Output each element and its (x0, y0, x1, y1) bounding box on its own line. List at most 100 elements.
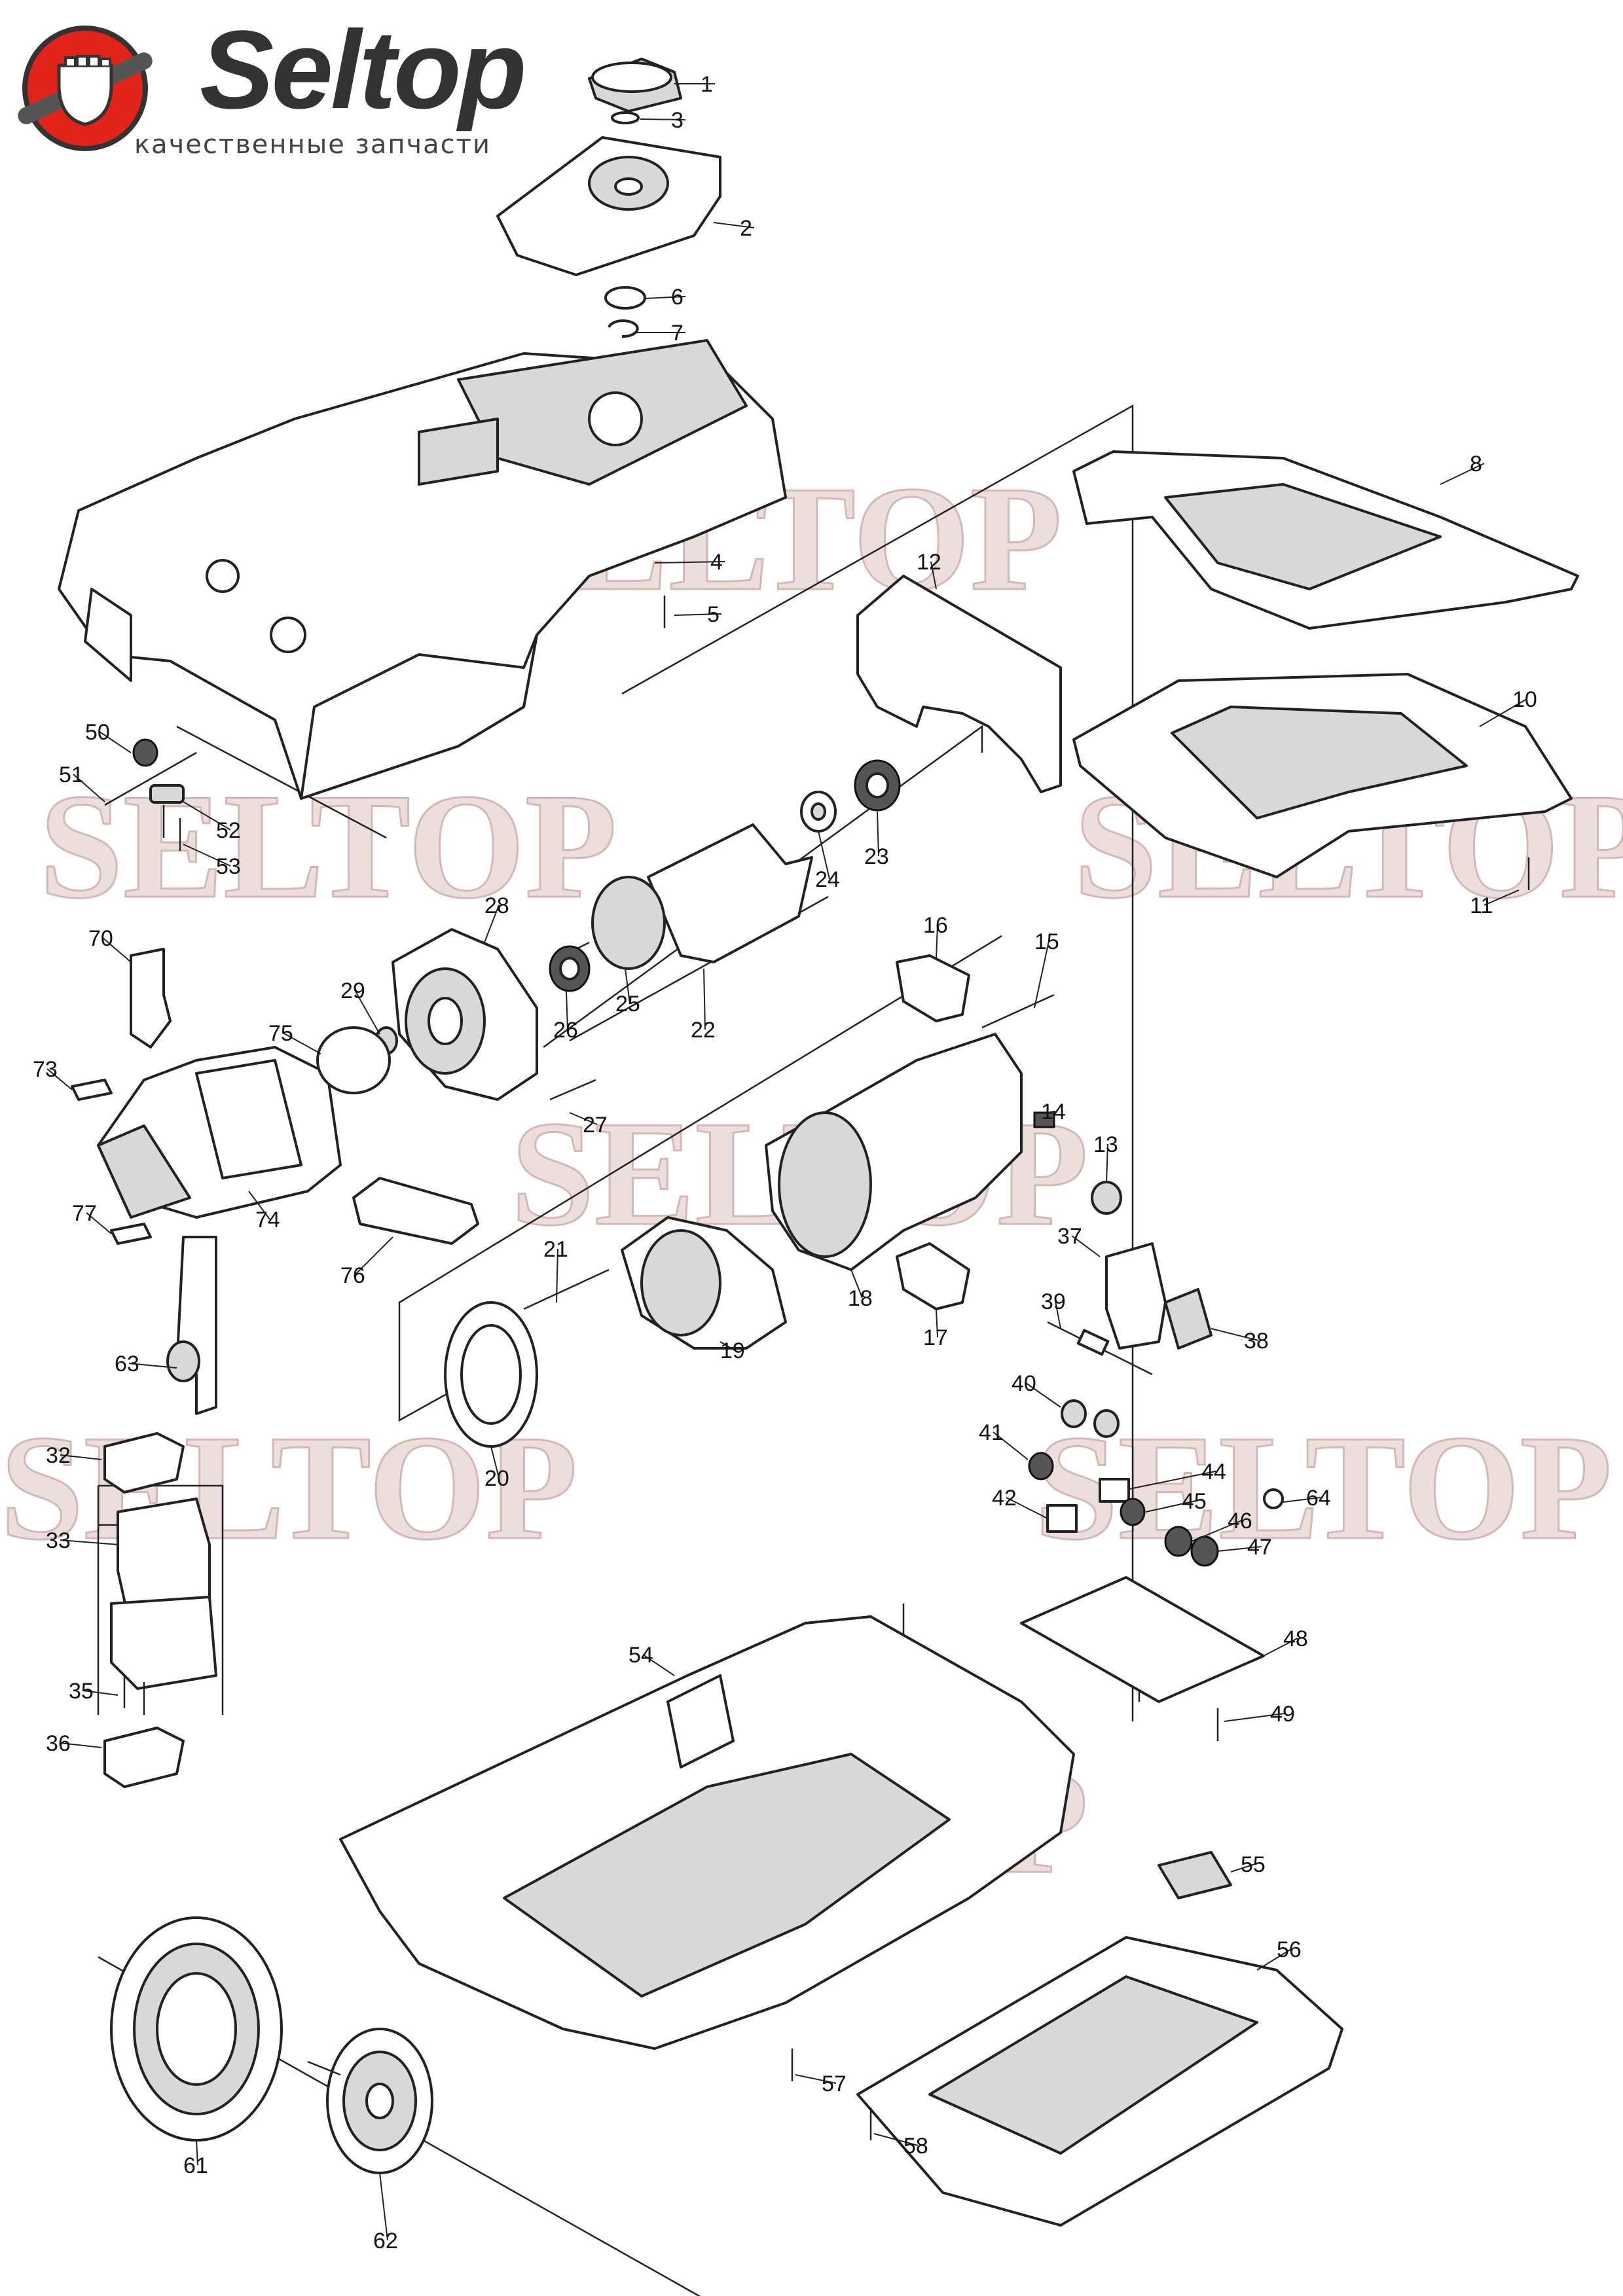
leader-line-6 (644, 296, 686, 299)
leader-line-62 (379, 2172, 388, 2241)
switch-37 (1105, 1242, 1167, 1350)
plate-73 (71, 1079, 113, 1101)
part-label-5: 5 (707, 602, 720, 627)
leader-line-75 (282, 1032, 321, 1054)
leader-line-41 (993, 1431, 1029, 1460)
leader-line-36 (60, 1742, 102, 1748)
leader-line-5 (674, 613, 722, 616)
part-label-47: 47 (1247, 1535, 1272, 1560)
leader-line-48 (1263, 1638, 1298, 1657)
part-label-37: 37 (1057, 1224, 1082, 1249)
part-label-21: 21 (543, 1237, 568, 1262)
part-label-19: 19 (720, 1338, 745, 1363)
part-label-44: 44 (1201, 1460, 1226, 1484)
part-label-49: 49 (1270, 1702, 1295, 1727)
part-label-75: 75 (268, 1021, 293, 1046)
leader-line-26 (566, 991, 568, 1030)
tray-56 (856, 1936, 1343, 2227)
leader-line-45 (1145, 1500, 1197, 1513)
part-label-17: 17 (923, 1325, 948, 1350)
part-label-61: 61 (183, 2153, 208, 2178)
leader-line-40 (1025, 1382, 1061, 1408)
brush-14 (1033, 1111, 1055, 1128)
leader-line-63 (128, 1363, 177, 1369)
leader-line-50 (99, 731, 132, 753)
leader-line-77 (86, 1212, 112, 1234)
part-label-11: 11 (1470, 893, 1493, 918)
part-label-55: 55 (1241, 1852, 1266, 1877)
leader-line-32 (60, 1454, 102, 1460)
leader-line-42 (1006, 1497, 1048, 1519)
plate-77 (110, 1223, 152, 1245)
part-label-38: 38 (1244, 1329, 1269, 1354)
base (339, 1615, 1075, 2050)
part-label-13: 13 (1093, 1132, 1118, 1157)
leader-line-27 (569, 1112, 598, 1125)
leader-line-47 (1217, 1546, 1262, 1552)
top-panel (496, 136, 721, 276)
part-label-51: 51 (59, 762, 84, 787)
part-label-46: 46 (1228, 1509, 1252, 1534)
clamp-52 (149, 784, 185, 804)
part-label-62: 62 (373, 2229, 398, 2253)
part-label-14: 14 (1041, 1100, 1066, 1124)
leader-line-44 (1129, 1471, 1216, 1490)
part-label-45: 45 (1182, 1489, 1207, 1514)
leader-line-13 (1106, 1143, 1108, 1184)
leader-line-10 (1479, 698, 1527, 727)
part-label-23: 23 (864, 844, 889, 869)
brand-name: Seltop (200, 8, 526, 132)
part-label-35: 35 (69, 1679, 94, 1704)
leader-line-57 (795, 2074, 837, 2084)
part-label-70: 70 (88, 926, 113, 951)
part-label-48: 48 (1283, 1626, 1308, 1651)
leader-line-22 (703, 968, 706, 1030)
part-label-10: 10 (1512, 687, 1537, 712)
stator (621, 1216, 787, 1350)
ring-64 (1263, 1488, 1284, 1509)
ring-20 (444, 1301, 538, 1448)
part-label-4: 4 (710, 550, 723, 575)
block-16 (896, 954, 970, 1022)
leader-line-2 (713, 222, 755, 228)
part-label-8: 8 (1470, 452, 1482, 476)
leader-line-12 (930, 561, 937, 590)
motor-housing (765, 1033, 1023, 1271)
leader-line-4 (654, 561, 725, 564)
leader-line-53 (183, 844, 231, 867)
armature (562, 823, 813, 970)
o-ring-75 (316, 1026, 391, 1094)
bearing-23 (854, 759, 901, 812)
part-label-50: 50 (85, 720, 110, 745)
o-ring-3 (611, 111, 640, 124)
watermark: SELTOP (1034, 1404, 1612, 1571)
leader-line-76 (354, 1236, 393, 1276)
bushing-50 (132, 738, 158, 767)
leader-line-39 (1055, 1300, 1061, 1329)
leader-line-14 (1047, 1111, 1056, 1113)
leader-line-18 (850, 1269, 863, 1299)
gasket-76 (352, 1177, 479, 1245)
part-label-26: 26 (553, 1018, 578, 1043)
part-labels: 1234567810111213141516171819202122232425… (33, 72, 1537, 2253)
part-label-32: 32 (46, 1443, 71, 1468)
part-label-16: 16 (923, 913, 948, 938)
bearing-26 (549, 945, 591, 992)
block-32 (103, 1432, 185, 1494)
part-label-76: 76 (340, 1263, 365, 1288)
bolt-21 (523, 1268, 610, 1310)
hub (307, 2028, 433, 2174)
part-label-25: 25 (615, 992, 640, 1016)
leader-line-46 (1191, 1520, 1243, 1542)
block-17 (896, 1242, 970, 1310)
bushing-45 (1120, 1498, 1146, 1526)
wheel (110, 1916, 283, 2142)
knob (588, 58, 682, 113)
part-label-57: 57 (822, 2072, 847, 2096)
part-label-39: 39 (1041, 1289, 1066, 1314)
leader-line-17 (936, 1308, 938, 1338)
leader-line-29 (354, 990, 380, 1035)
cap-13 (1091, 1181, 1122, 1215)
part-label-56: 56 (1277, 1937, 1302, 1962)
part-label-58: 58 (903, 2134, 928, 2159)
